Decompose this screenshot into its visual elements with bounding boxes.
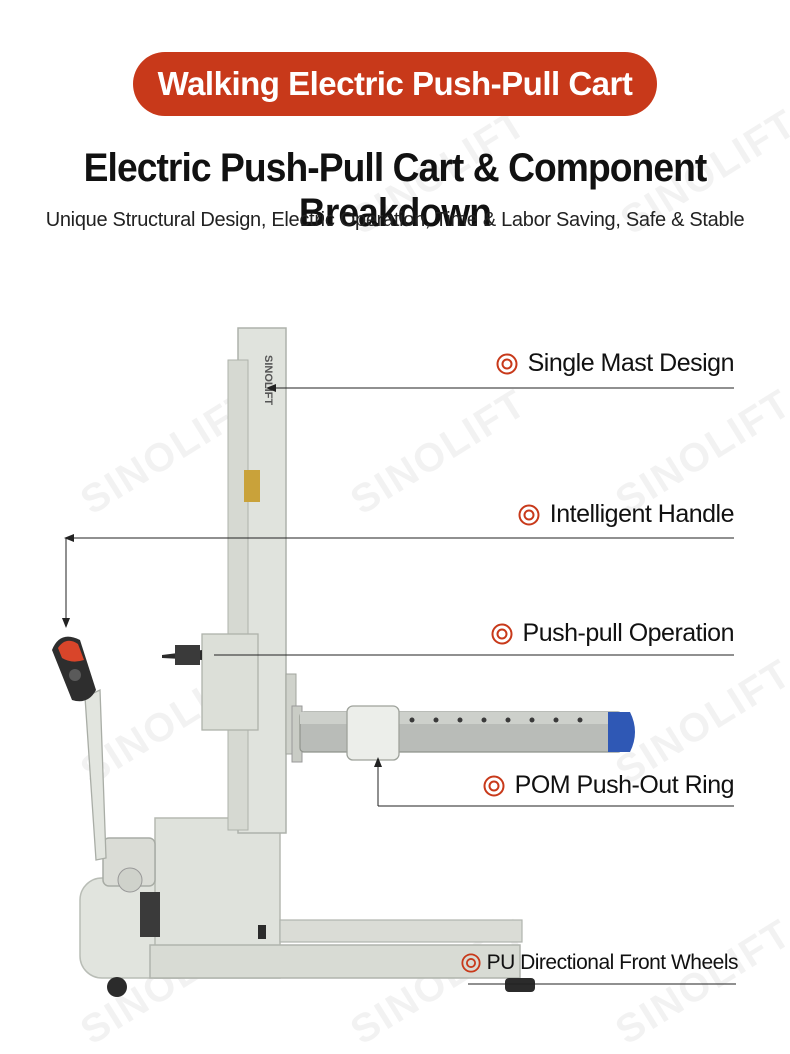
page-subtitle: Unique Structural Design, Electric Opera… [45, 209, 745, 231]
callout-label: Intelligent Handle [549, 500, 735, 528]
callout-label: PU Directional Front Wheels [486, 951, 739, 974]
header-banner: Walking Electric Push-Pull Cart [133, 52, 657, 116]
target-icon [518, 504, 540, 525]
mast-logo: SINOLIFT [262, 355, 274, 405]
callout-label: Push-pull Operation [522, 619, 735, 647]
cart-illustration: SINOLIFT [52, 327, 736, 997]
callout-single-mast: Single Mast Design [496, 349, 735, 378]
leader-arrowheads [62, 384, 382, 767]
callout-label: Single Mast Design [527, 349, 735, 377]
page-title: Electric Push-Pull Cart & Component Brea… [83, 146, 708, 235]
target-icon [496, 353, 518, 374]
callout-label: POM Push-Out Ring [514, 771, 735, 799]
push-arm [291, 705, 635, 763]
target-icon [483, 775, 505, 796]
callout-push-pull: Push-pull Operation [491, 619, 735, 648]
wheels [107, 977, 535, 997]
banner-text: Walking Electric Push-Pull Cart [157, 65, 633, 102]
target-icon [461, 953, 481, 973]
drive-unit [84, 688, 156, 893]
target-icon [491, 623, 513, 644]
mast: SINOLIFT [227, 327, 287, 834]
handle-head [52, 636, 96, 702]
leader-lines [65, 387, 736, 985]
chassis [79, 817, 523, 979]
callout-intelligent-handle: Intelligent Handle [518, 500, 735, 529]
callout-pom-ring: POM Push-Out Ring [483, 771, 735, 800]
carriage [162, 633, 297, 755]
callout-front-wheels: PU Directional Front Wheels [461, 951, 739, 975]
